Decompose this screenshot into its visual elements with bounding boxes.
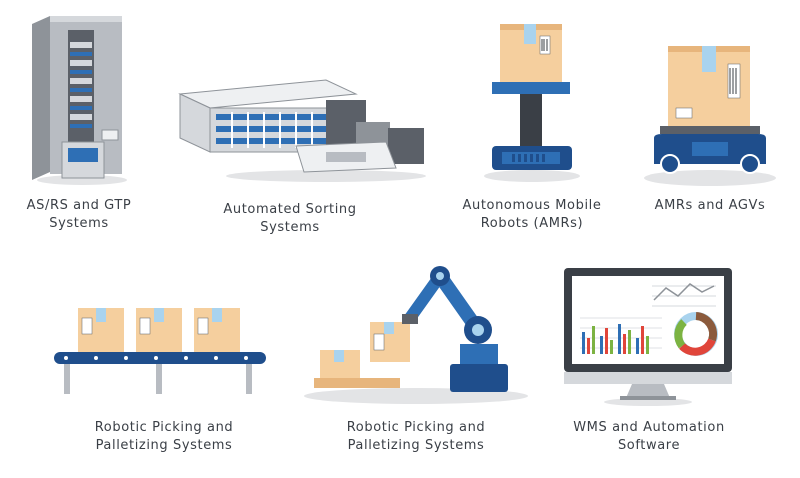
amr-caption-line-2: Robots (AMRs) [480,216,584,231]
agv-caption-line-1: AMRs and AGVs [654,198,766,213]
agv-illustration [644,46,776,186]
conveyor-caption: Robotic Picking and Palletizing Systems [80,419,248,455]
robot-arm-caption: Robotic Picking and Palletizing Systems [330,419,502,455]
wms-caption: WMS and Automation Software [565,419,733,455]
robot-arm-caption-line-2: Palletizing Systems [347,438,485,453]
sorting-caption-line-2: Systems [260,220,320,235]
asrs-illustration [32,16,127,185]
amr-caption: Autonomous Mobile Robots (AMRs) [452,197,612,233]
conveyor-caption-line-2: Palletizing Systems [95,438,233,453]
sorting-illustration [178,79,426,182]
wms-illustration [564,268,732,406]
asrs-caption: AS/RS and GTP Systems [10,197,148,233]
asrs-caption-line-2: Systems [49,216,109,231]
conveyor-illustration [54,308,266,394]
amr-caption-line-1: Autonomous Mobile [462,198,602,213]
sorting-caption: Automated Sorting Systems [220,201,360,237]
amr-illustration [484,24,580,182]
robot-arm-caption-line-1: Robotic Picking and [346,420,486,435]
robot-arm-illustration [304,266,528,404]
asrs-caption-line-1: AS/RS and GTP [26,198,132,213]
agv-caption: AMRs and AGVs [645,197,775,215]
sorting-caption-line-1: Automated Sorting [223,202,357,217]
wms-caption-line-1: WMS and Automation [573,420,725,435]
wms-caption-line-2: Software [617,438,681,453]
conveyor-caption-line-1: Robotic Picking and [94,420,234,435]
